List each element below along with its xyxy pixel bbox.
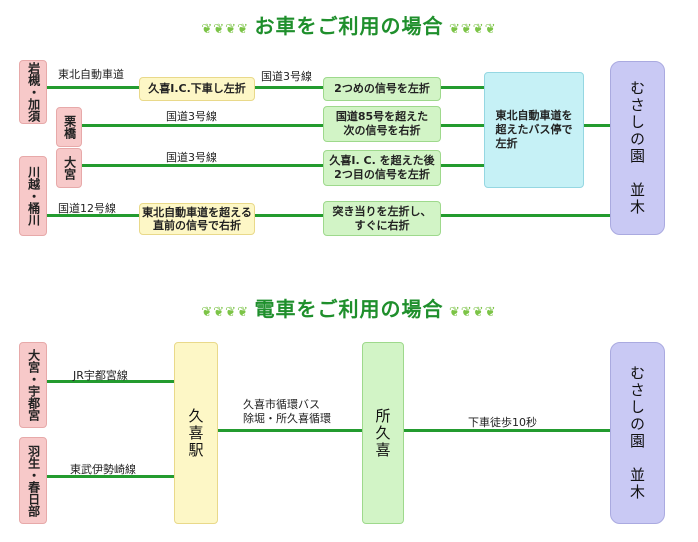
route-line-omiya [80,164,484,167]
route-line-iwatsuki [44,86,484,89]
leaf-decoration-icon: ❦❦❦❦ [201,22,255,37]
label-tohoku-expressway: 東北自動車道 [58,68,124,81]
label-route3-b: 国道3号線 [166,110,217,123]
label-tobu-isesaki-line: 東武伊勢崎線 [70,463,136,476]
label-walk-10-seconds: 下車徒歩10秒 [468,416,537,429]
destination-musashino-en-namiki-train: むさしの園 並木 [610,342,665,524]
route-line-busstop [574,124,610,127]
leaf-decoration-icon: ❦❦❦❦ [443,305,497,320]
step-dead-end-left-right: 突き当りを左折し、 すぐに右折 [323,201,441,236]
rail-line-tobu [44,475,174,478]
train-section-title: ❦❦❦❦ 電車をご利用の場合 ❦❦❦❦ [0,293,698,322]
origin-kurihashi: 栗橋 [56,107,82,147]
rail-line-jr [44,380,174,383]
origin-iwatsuki-kazo: 岩槻・加須 [19,60,47,124]
bus-stop-tokoroguki: 所久喜 [362,342,404,524]
route-line-kurihashi [80,124,484,127]
car-section-title: ❦❦❦❦ お車をご利用の場合 ❦❦❦❦ [0,10,698,39]
leaf-decoration-icon: ❦❦❦❦ [201,305,255,320]
label-route3-a: 国道3号線 [261,70,312,83]
destination-musashino-en-namiki: むさしの園 並木 [610,61,665,235]
walk-line [402,429,610,432]
bus-line [216,429,362,432]
origin-kawagoe-okegawa: 川越・桶川 [19,156,47,236]
origin-omiya-utsunomiya: 大宮・宇都宮 [19,342,47,428]
car-title-text: お車をご利用の場合 [254,14,444,38]
label-jr-utsunomiya-line: JR宇都宮線 [73,369,128,382]
step-route85-right: 国道85号を超えた 次の信号を右折 [323,106,441,142]
step-bus-stop-left: 東北自動車道を 超えたバス停で 左折 [484,72,584,188]
station-kuki: 久喜駅 [174,342,218,524]
origin-omiya: 大宮 [56,148,82,188]
step-expressway-signal-right: 東北自動車道を超える 直前の信号で右折 [139,203,255,235]
step-kuki-ic-second-left: 久喜I. C. を超えた後 2つ目の信号を左折 [323,150,441,186]
label-route3-c: 国道3号線 [166,151,217,164]
step-kuki-ic-exit: 久喜I.C.下車し左折 [139,77,255,101]
step-second-signal-left: 2つめの信号を左折 [323,77,441,101]
label-kuki-circular-bus: 久喜市循環バス 除堀・所久喜循環 [243,398,331,425]
train-title-text: 電車をご利用の場合 [254,297,444,321]
origin-hanyu-kasukabe: 羽生・春日部 [19,437,47,524]
leaf-decoration-icon: ❦❦❦❦ [443,22,497,37]
label-route12: 国道12号線 [58,202,116,215]
